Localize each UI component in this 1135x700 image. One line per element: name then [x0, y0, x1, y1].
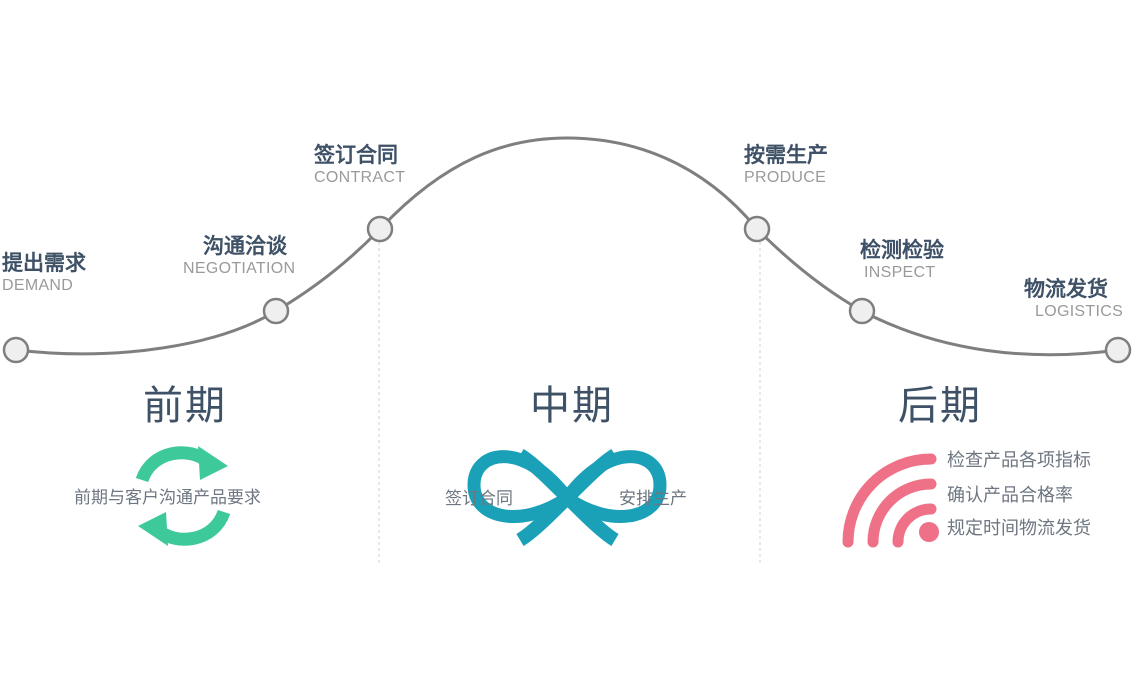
step-negotiation-en: NEGOTIATION [183, 260, 296, 277]
step-contract-en: CONTRACT [314, 169, 406, 186]
infinity-icon [467, 449, 667, 546]
step-produce-cn: 按需生产 [744, 143, 828, 167]
node-demand [2, 336, 30, 364]
phase-late-title: 后期 [898, 383, 982, 429]
phase-late-item-2: 确认产品合格率 [947, 485, 1073, 506]
phase-middle-left: 签订合同 [445, 489, 513, 509]
node-inspect [848, 297, 876, 325]
step-negotiation-cn: 沟通洽谈 [203, 234, 287, 258]
step-logistics-en: LOGISTICS [1035, 303, 1124, 320]
phase-late-item-1: 检查产品各项指标 [947, 450, 1091, 471]
signal-dot [919, 522, 939, 542]
refresh-cycle-icon [135, 446, 231, 546]
step-produce-en: PRODUCE [744, 169, 827, 186]
step-contract: 签订合同 CONTRACT [314, 142, 405, 188]
step-logistics-cn: 物流发货 [1024, 277, 1108, 301]
phase-early-title: 前期 [143, 383, 227, 429]
phase-early-desc: 前期与客户沟通产品要求 [74, 488, 261, 508]
phase-late-item-3: 规定时间物流发货 [947, 518, 1091, 539]
step-inspect-en: INSPECT [864, 264, 936, 281]
node-negotiation [262, 297, 290, 325]
signal-waves-icon [842, 453, 937, 548]
node-logistics [1104, 336, 1132, 364]
phase-middle-right: 安排生产 [619, 489, 687, 509]
node-produce [743, 215, 771, 243]
phase-middle-title: 中期 [530, 383, 614, 429]
step-demand-cn: 提出需求 [2, 251, 86, 275]
step-demand: 提出需求 DEMAND [2, 250, 86, 296]
node-contract [366, 215, 394, 243]
flow-curve [15, 136, 1119, 357]
step-inspect-cn: 检测检验 [860, 238, 944, 262]
step-contract-cn: 签订合同 [314, 143, 398, 167]
step-negotiation: 沟通洽谈 NEGOTIATION [183, 233, 295, 279]
step-demand-en: DEMAND [2, 277, 74, 294]
step-inspect: 检测检验 INSPECT [860, 237, 944, 283]
step-logistics: 物流发货 LOGISTICS [1024, 276, 1123, 322]
step-produce: 按需生产 PRODUCE [744, 142, 828, 188]
